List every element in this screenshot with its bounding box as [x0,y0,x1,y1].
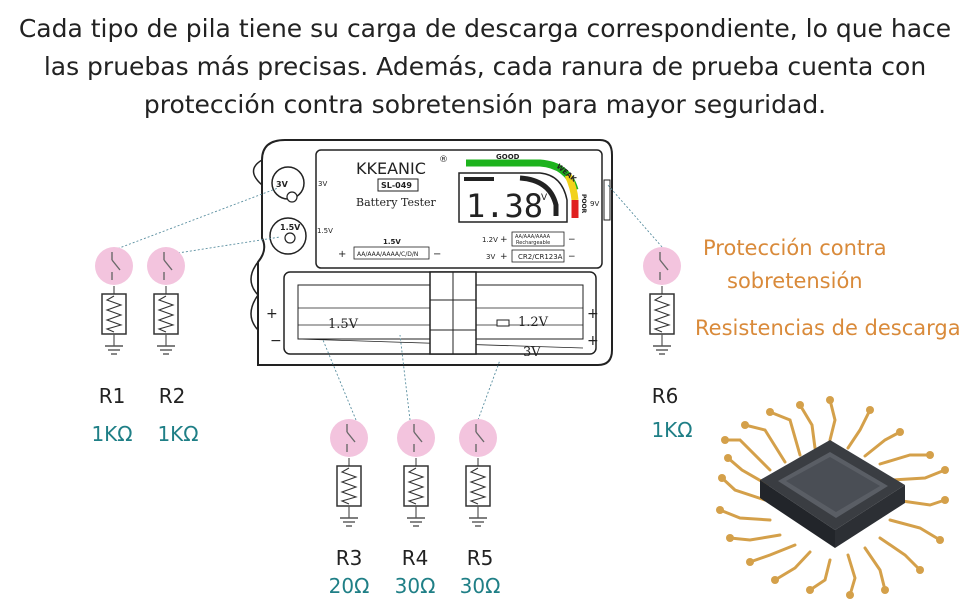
lcd-display: 1.38 V [458,172,568,225]
lcd-unit: V [541,193,548,203]
protection-label-line-2: sobretensión [727,269,863,293]
side-label-9v: 9V [590,200,599,208]
slot-3v-label: 3V [486,253,495,261]
connector-lines [113,183,663,421]
svg-text:−: − [568,235,576,245]
svg-text:+: + [587,333,599,349]
resistor-r6-value: 1KΩ [651,418,693,442]
switch-r6 [642,246,682,286]
model-number: SL-049 [381,181,412,190]
resistor-r5 [465,457,491,527]
switch-r4 [396,418,436,458]
switch-r5 [458,418,498,458]
svg-text:−: − [270,333,282,349]
switch-r1 [94,246,134,286]
resistor-r2-value: 1KΩ [157,422,199,446]
slot-info-1-5v: + 1.5V AA/AAA/AAAA/C/D/N − [338,238,441,260]
button-1-5v[interactable]: 1.5V [269,217,307,255]
slot-1-5v-label: 1.5V [383,238,401,246]
button-3v[interactable]: 3V [271,166,305,203]
slot-1-5v-types: AA/AAA/AAAA/C/D/N [357,251,418,258]
button-3v-label: 3V [276,180,289,189]
gauge-poor-label: POOR [580,194,587,214]
resistor-r4-name: R4 [401,546,429,570]
brand-name: KKEANIC [356,159,426,178]
switch-r3 [329,418,369,458]
svg-text:+: + [500,235,508,245]
resistor-r1-name: R1 [98,384,126,408]
slot-info-1-2v: 1.2V + AA/AAA/AAAA Rechargeable − [482,231,576,247]
resistor-r6-name: R6 [651,384,679,408]
slot-1-2v-sub: Rechargeable [516,240,550,246]
headline-line-2: las pruebas más precisas. Además, cada r… [43,52,927,81]
button-1-5v-label: 1.5V [280,223,301,232]
slot-1-2v-types: AA/AAA/AAAA [515,234,551,240]
side-label-1-5v: 1.5V [317,227,333,235]
slot-info-3v: 3V + CR2/CR123A − [486,249,576,263]
resistors-label: Resistencias de descarga [695,316,961,340]
svg-text:−: − [433,249,441,260]
headline: Cada tipo de pila tiene su carga de desc… [0,10,970,124]
headline-line-3: protección contra sobretensión para mayo… [143,90,827,119]
resistor-r4 [403,457,429,527]
battery-tray: + + + − 1.5V 1.2V 3V [266,271,599,360]
slot-3v-types: CR2/CR123A [518,253,563,261]
svg-text:−: − [568,252,576,262]
svg-text:+: + [500,252,508,262]
tray-label-1-2v: 1.2V [518,315,549,330]
device-name: Battery Tester [356,196,437,209]
resistor-r3-name: R3 [335,546,363,570]
brand-mark: ® [439,155,448,165]
microchip-icon [716,396,949,599]
svg-text:+: + [266,306,278,322]
lcd-reading: 1.38 [466,187,543,225]
resistor-r1-value: 1KΩ [91,422,133,446]
svg-text:+: + [338,249,346,260]
resistor-r4-value: 30Ω [394,574,436,598]
svg-text:+: + [587,306,599,322]
resistor-r2 [153,285,179,355]
switch-r2 [146,246,186,286]
tray-label-3v: 3V [523,345,541,360]
gauge-good-label: GOOD [496,153,520,161]
protection-label-line-1: Protección contra [703,236,887,260]
battery-tester-device: 3V 1.5V 3V 1.5V KKEANIC ® SL-049 Battery… [250,139,613,366]
resistor-r3 [336,457,362,527]
resistor-r2-name: R2 [158,384,186,408]
resistor-r5-name: R5 [466,546,494,570]
headline-line-1: Cada tipo de pila tiene su carga de desc… [18,14,952,43]
side-label-3v: 3V [318,180,327,188]
tray-label-1-5v: 1.5V [328,317,359,332]
slot-1-2v-label: 1.2V [482,236,498,244]
resistor-r1 [101,285,127,355]
resistor-r5-value: 30Ω [459,574,501,598]
resistor-r6 [649,285,675,355]
resistor-r3-value: 20Ω [328,574,370,598]
